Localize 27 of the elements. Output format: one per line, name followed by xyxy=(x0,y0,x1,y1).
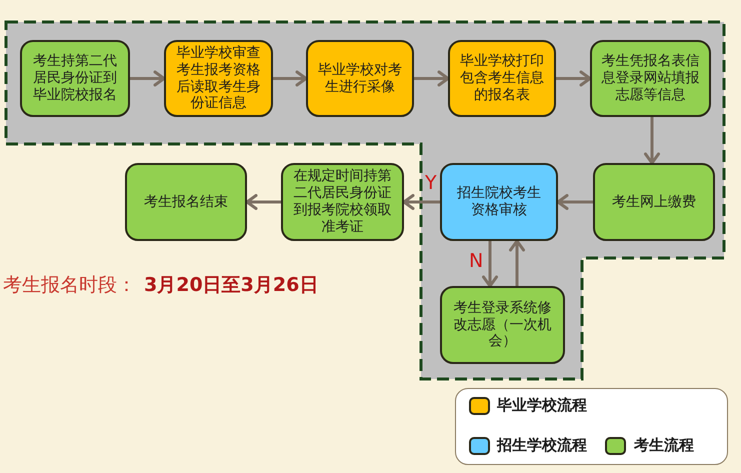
process-box: 毕业学校审查考生报考资格后读取考生身份证信息 xyxy=(164,40,273,117)
edge-label: N xyxy=(469,252,484,271)
arrow xyxy=(273,70,308,86)
arrow xyxy=(402,194,440,210)
arrow xyxy=(509,240,525,286)
legend-label: 考生流程 xyxy=(634,438,694,453)
arrow xyxy=(556,70,592,86)
process-box: 考生报名结束 xyxy=(125,163,247,241)
process-box: 考生网上缴费 xyxy=(593,163,715,241)
arrow xyxy=(556,194,593,210)
arrow xyxy=(414,70,450,86)
legend-label: 毕业学校流程 xyxy=(497,398,587,413)
arrow xyxy=(246,194,281,210)
edge-label: Y xyxy=(425,174,437,193)
process-box: 毕业学校对考生进行采像 xyxy=(306,40,414,117)
legend-label: 招生学校流程 xyxy=(497,438,587,453)
arrow xyxy=(482,241,498,288)
process-box: 考生登录系统修改志愿（一次机会） xyxy=(440,286,565,364)
process-box: 在规定时间持第二代居民身份证到报考院校领取准考证 xyxy=(281,163,404,241)
note-text: 考生报名时段： xyxy=(3,274,136,296)
note-text: 3月20日至3月26日 xyxy=(144,274,318,296)
arrow xyxy=(644,117,660,164)
process-box: 毕业学校打印包含考生信息的报名表 xyxy=(448,40,556,117)
process-box: 考生凭报名表信息登录网站填报志愿等信息 xyxy=(590,40,711,117)
process-box: 考生持第二代居民身份证到毕业院校报名 xyxy=(20,40,130,117)
arrow xyxy=(130,70,166,86)
process-box: 招生院校考生资格审核 xyxy=(440,163,558,241)
